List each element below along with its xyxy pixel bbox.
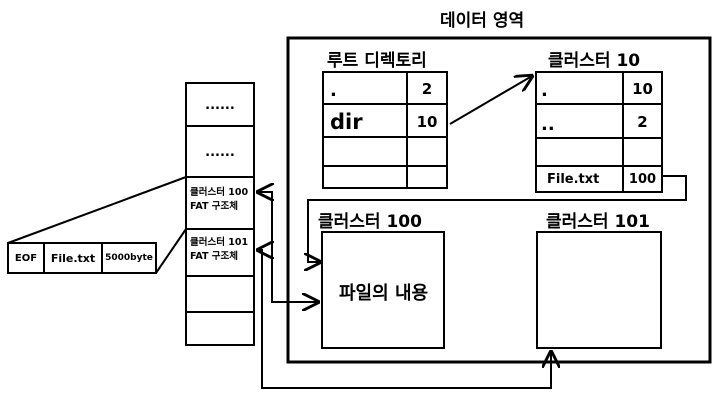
- cluster-101-title: 클러스터 101: [546, 212, 650, 232]
- root-dir-title: 루트 디렉토리: [327, 51, 427, 71]
- fat-entry-field: 5000byte: [105, 253, 153, 263]
- cluster-10-name-cell: File.txt: [547, 171, 600, 187]
- cluster-10-table: [535, 71, 663, 193]
- fat-table-column: [185, 82, 255, 346]
- cluster-100-content: 파일의 내용: [339, 283, 429, 304]
- cluster-10-name-cell: ..: [541, 113, 555, 135]
- cluster-10-cluster-cell: 10: [632, 80, 653, 98]
- fat-row-ellipsis: ......: [205, 97, 235, 113]
- fat-row-cluster-101: 클러스터 101 FAT 구조체: [190, 236, 248, 265]
- cluster-100-title: 클러스터 100: [318, 212, 422, 232]
- root-dir-table: [322, 71, 448, 189]
- fat-row-label: 클러스터 101: [190, 237, 249, 248]
- fat-row-cluster-100: 클러스터 100 FAT 구조체: [190, 186, 248, 215]
- cluster-10-title: 클러스터 10: [548, 51, 641, 71]
- fat-entry-field: EOF: [14, 252, 38, 264]
- fat-row-label: FAT 구조체: [190, 251, 239, 263]
- root-dir-name-cell: .: [330, 79, 337, 101]
- arrow-dir-to-cluster-10: [449, 76, 532, 125]
- data-area-title: 데이터 영역: [440, 11, 525, 31]
- root-dir-cluster-cell: 2: [421, 80, 433, 98]
- root-dir-name-cell: dir: [330, 110, 363, 134]
- fat-row-ellipsis: ......: [205, 144, 235, 160]
- fat-row-label: FAT 구조체: [190, 201, 239, 213]
- cluster-101-box: [536, 231, 662, 349]
- cluster-10-cluster-cell: 100: [628, 171, 657, 187]
- fat-entry-field: File.txt: [50, 251, 96, 265]
- fat-row-label: 클러스터 100: [190, 187, 249, 198]
- arrow-fat-101-to-cluster-101: [258, 250, 551, 389]
- cluster-10-name-cell: .: [541, 79, 548, 101]
- root-dir-cluster-cell: 10: [416, 113, 438, 131]
- cluster-10-cluster-cell: 2: [637, 113, 648, 131]
- fat-entry-detail: [7, 176, 187, 274]
